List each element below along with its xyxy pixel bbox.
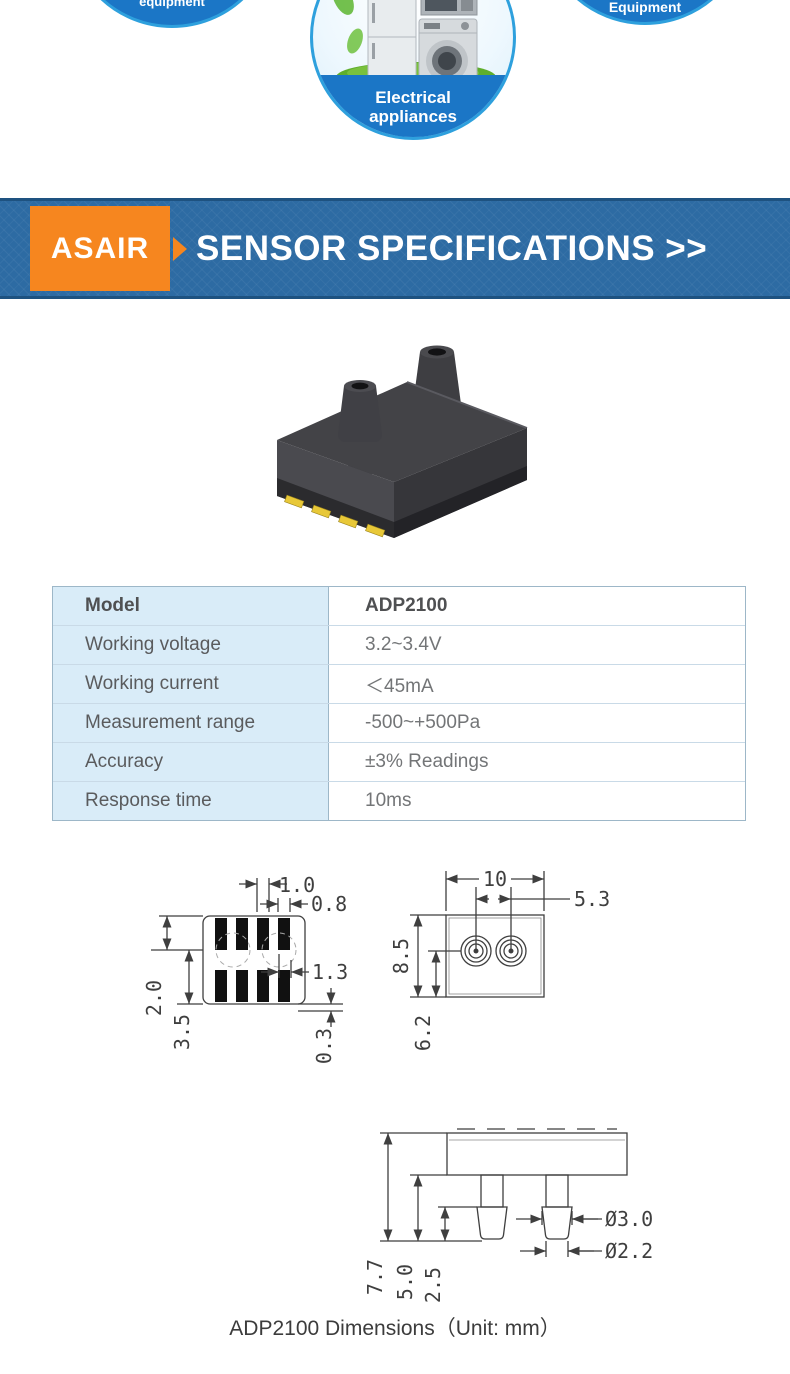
brand-arrow-icon [173,237,187,261]
dim-pad-overhang: 0.3 [312,1028,336,1064]
application-label-right: Equipment [608,0,682,15]
dim-barb-length: 2.5 [421,1267,445,1303]
table-row: Working voltage 3.2~3.4V [53,625,745,664]
dim-port-to-edge: 3.5 [170,1014,194,1050]
footprint-drawing: 1.0 0.8 1.3 2.0 3.5 0.3 [142,873,348,1064]
brand-name: ASAIR [50,231,150,265]
dim-top-to-port: 2.0 [142,980,166,1016]
table-row: Working current ＜45mA [53,664,745,703]
dim-port-length: 5.0 [393,1264,417,1300]
dimensions-caption: ADP2100 Dimensions（Unit: mm） [229,1317,561,1340]
dim-barb-diameter: Ø3.0 [605,1207,653,1231]
dim-tip-diameter: Ø2.2 [605,1239,653,1263]
dim-pad-width: 0.8 [311,892,347,916]
dim-body-width: 10 [483,867,507,891]
section-banner: ASAIR SENSOR SPECIFICATIONS >> [0,198,790,299]
side-view-drawing: 7.7 5.0 2.5 Ø3.0 Ø2.2 [363,1128,653,1303]
spec-table: Model ADP2100 Working voltage 3.2~3.4V W… [52,586,746,821]
application-circle-electrical-appliances: Electrical appliances [310,0,516,140]
circle-caption-band [313,75,513,137]
dim-body-height: 8.5 [389,938,413,974]
dim-port-spacing: 5.3 [574,887,610,911]
section-title: SENSOR SPECIFICATIONS >> [196,228,708,268]
sensor-product-image [277,345,528,538]
table-row: Response time 10ms [53,781,745,820]
dim-total-height: 7.7 [363,1259,387,1295]
dim-port-height: 6.2 [411,1015,435,1051]
application-label-electrical-appliances: Electrical appliances [369,87,457,127]
table-row: Accuracy ±3% Readings [53,742,745,781]
top-view-drawing: 10 5.3 8.5 6.2 [389,867,610,1051]
dim-pad-pitch: 1.0 [279,873,315,897]
table-row: Measurement range -500~+500Pa [53,703,745,742]
application-circle-right: Equipment [540,0,750,25]
brand-box: ASAIR [30,206,170,291]
application-label-left: equipment [139,0,205,10]
dim-port-offset: 1.3 [312,960,348,984]
table-row: Model ADP2100 [53,587,745,625]
application-circle-left: equipment [67,0,277,28]
